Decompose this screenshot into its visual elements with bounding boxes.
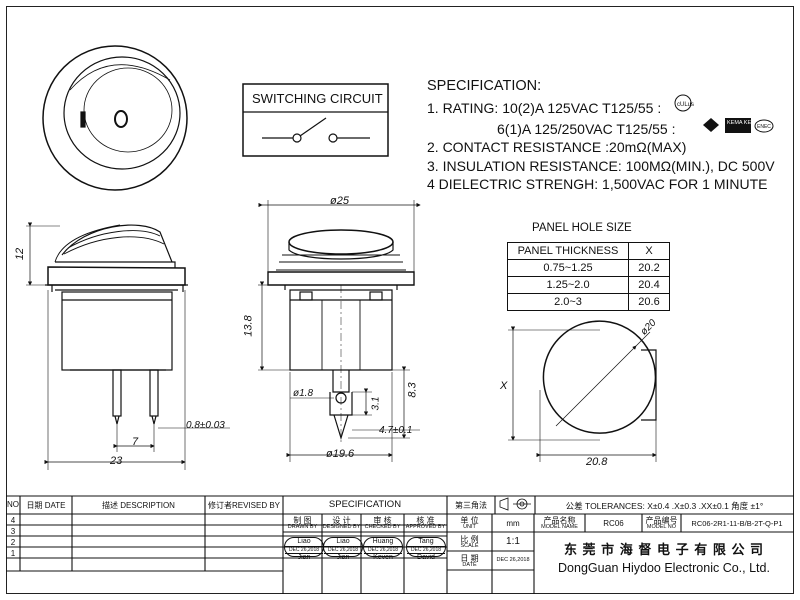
cul-mark-label: cULus [677,102,694,108]
tb-no: NO [7,500,19,509]
table-cell: 2.0~3 [507,293,629,311]
table-header: X [628,242,670,260]
spec-line-1: 1. RATING: 10(2)A 125VAC T125/55 : [427,100,662,116]
role-checked-cn: 审 核 [373,516,392,525]
dim-side-width: 23 [110,455,123,467]
cqc-mark-icon [703,118,719,132]
tb-specification: SPECIFICATION [328,499,402,510]
tb-rev-row: 2 [10,538,16,547]
dim-side-height: 12 [14,247,27,261]
dim-pin-hole-dia: ø1.8 [293,388,314,399]
table-row: 2.0~3 20.6 [507,293,670,311]
dim-pin-spacing: 7 [132,436,139,448]
table-row: 0.75~1.25 20.2 [507,259,670,277]
table-cell: 0.75~1.25 [507,259,629,277]
unit-value: mm [506,519,520,528]
tb-projection: 第三角法 [455,501,487,510]
spec-line-3: 3. INSULATION RESISTANCE: 100MΩ(MIN.), D… [427,158,775,174]
dim-hole-flat: 20.8 [586,456,608,468]
table-header: PANEL THICKNESS [507,242,629,260]
scale-value: 1:1 [506,536,520,547]
dim-pin-tip: 3.1 [370,396,382,411]
role-designed-cn: 设 计 [332,516,351,525]
enec-mark-icon [754,119,774,133]
unit-label: 单 位 [460,516,479,525]
scale-label: 比 例 [460,535,479,544]
tb-rev-row: 4 [10,516,16,525]
table-cell: 20.4 [628,276,670,294]
dim-pin-thickness: 0.8±0.03 [186,420,225,431]
panel-hole-table: PANEL THICKNESS X 0.75~1.25 20.2 1.25~2.… [507,242,670,311]
product-name: RC06 [603,519,624,528]
tb-revised-by: 修订者REVISED BY [207,501,280,510]
front-view [258,200,421,462]
date-label: 日 期 [460,554,479,563]
tb-rev-row: 3 [10,527,16,536]
tb-tolerances: 公差 TOLERANCES: X±0.4 .X±0.3 .XX±0.1 角度 ±… [565,501,764,511]
panel-hole-view [508,320,657,462]
kema-keur-mark-icon [725,118,751,133]
table-cell: 1.25~2.0 [507,276,629,294]
spec-line-4: 4 DIELECTRIC STRENGH: 1,500VAC FOR 1 MIN… [427,176,768,192]
dim-pin-length: 8.3 [406,382,419,398]
company-cn: 东 莞 市 海 督 电 子 有 限 公 司 [563,542,765,557]
side-view [26,222,230,470]
table-cell: 20.2 [628,259,670,277]
dim-top-dia: ø25 [330,195,349,207]
dim-hole-x: X [500,380,508,392]
drawing-frame [6,6,794,594]
kema-keur-label: KEMA KEUR [727,120,759,126]
dim-pin-width: 4.7±0.1 [379,425,413,436]
switching-circuit-box [242,83,389,157]
top-view [42,45,188,191]
cul-mark-icon [674,94,692,112]
tb-date: 日期 DATE [26,501,66,510]
role-drawn-cn: 制 图 [293,516,312,525]
model-no: RC06-2R1-11-B/B-2T-Q-P1 [691,519,783,528]
dim-body-height: 13.8 [242,315,255,337]
product-name-label: 产品名称 [543,516,576,525]
table-row: 1.25~2.0 20.4 [507,276,670,294]
tb-description: 描述 DESCRIPTION [102,501,175,510]
panel-hole-title: PANEL HOLE SIZE [532,222,632,234]
table-cell: 20.6 [628,293,670,311]
date-sub: DATE [462,562,477,568]
off-symbol-icon [114,110,128,128]
dim-base-dia: ø19.6 [326,448,355,460]
scale-sub: SCALE [460,543,479,549]
on-symbol-icon [80,111,86,128]
cert-marks: cULus KEMA KEUR ENEC [674,94,774,133]
tb-rev-row: 1 [10,549,16,558]
company-en: DongGuan Hiydoo Electronic Co., Ltd. [558,561,770,575]
role-designed-en: DESIGNED BY [322,524,361,530]
product-name-sub: MODEL NAME [541,524,578,530]
table-header-row: PANEL THICKNESS X [507,242,670,260]
role-approved-en: APPROVED BY [405,524,446,530]
spec-title: SPECIFICATION: [427,78,542,94]
model-no-label: 产品编号 [645,516,678,525]
spec-line-2: 2. CONTACT RESISTANCE :20mΩ(MAX) [427,139,687,155]
spec-line-1b: 6(1)A 125/250VAC T125/55 : [497,121,676,137]
unit-sub: UNIT [463,524,476,530]
third-angle-projection-icon [499,497,531,511]
rocker-off-label: O [117,114,118,115]
date-value: DEC 26,2018 [496,557,530,563]
title-block-grid [6,495,794,594]
role-drawn-en: DRAWN BY [287,524,318,530]
role-approved-cn: 核 准 [416,516,435,525]
switching-circuit-label: SWITCHING CIRCUIT [252,91,383,106]
model-no-sub: MODEL NO [646,524,677,530]
enec-mark-label: ENEC [757,124,771,130]
role-checked-en: CHECKED BY [364,524,401,530]
